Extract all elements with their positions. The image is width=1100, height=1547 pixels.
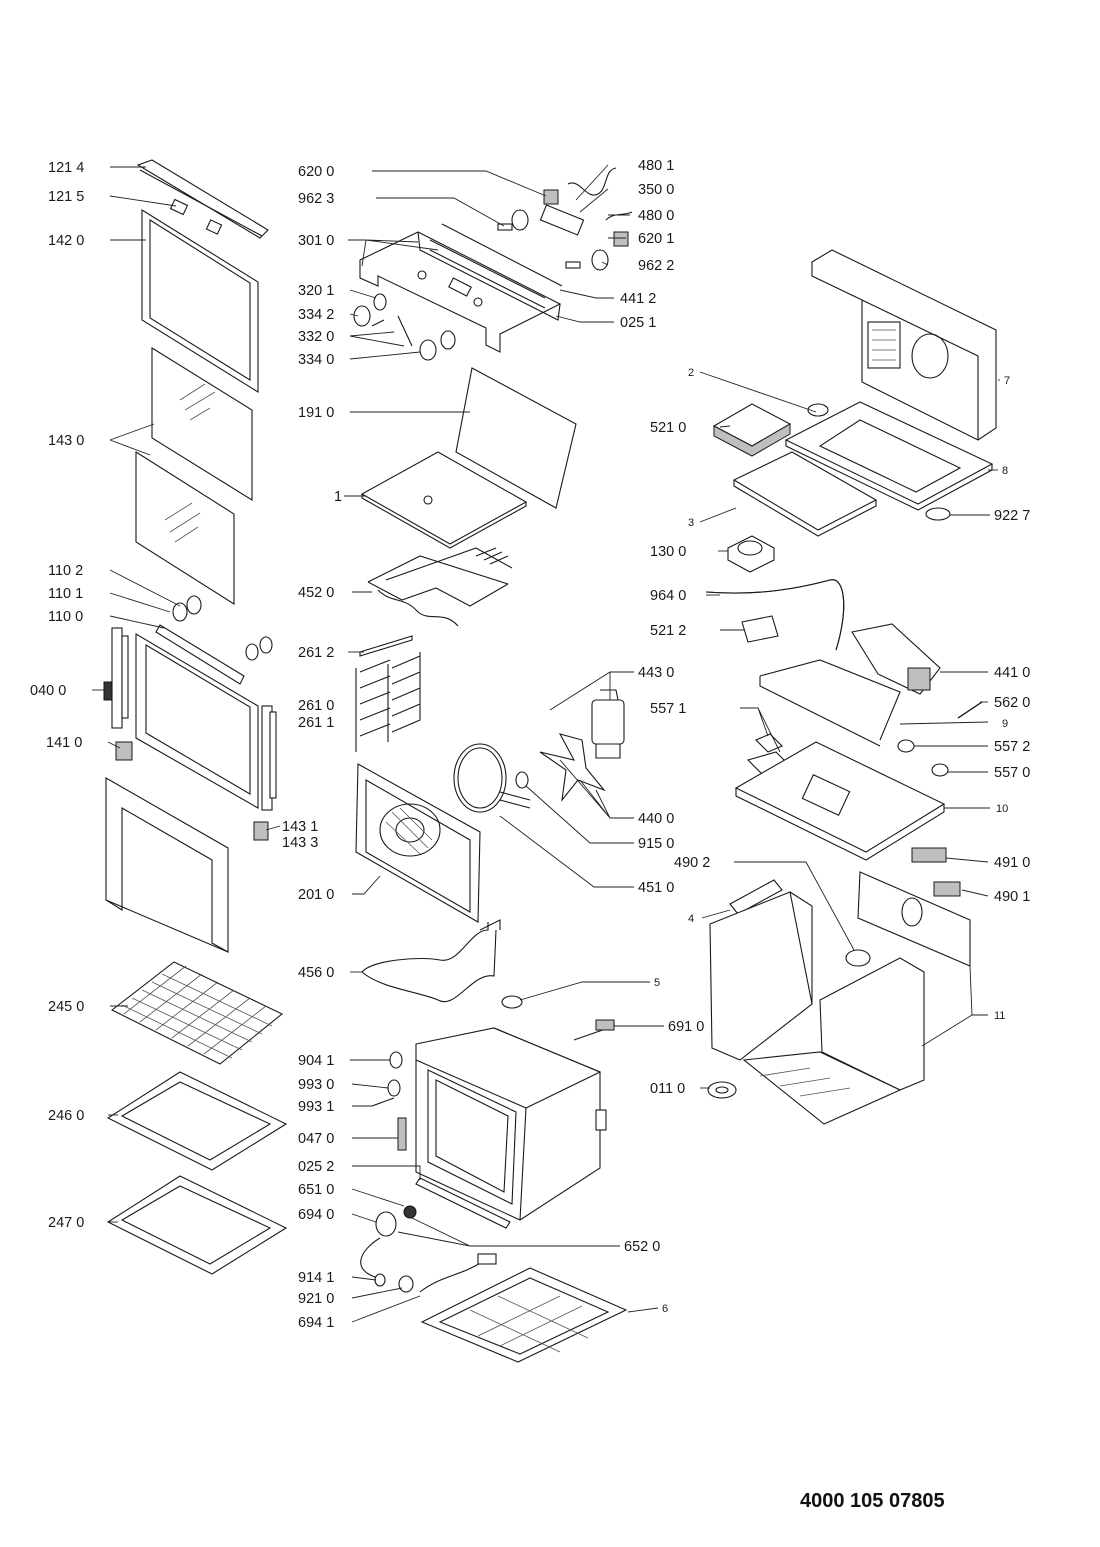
callout-1: 1 (334, 489, 342, 505)
callout-9: 9 (1002, 718, 1008, 730)
callout-4510: 451 0 (638, 880, 674, 896)
control-panel-and-cavity-drawing (353, 167, 633, 1363)
callout-4902: 490 2 (674, 855, 710, 871)
callout-9227: 922 7 (994, 508, 1030, 524)
callout-4800: 480 0 (638, 208, 674, 224)
callout-3201: 320 1 (298, 283, 334, 299)
callout-1300: 130 0 (650, 544, 686, 560)
callout-9930: 993 0 (298, 1077, 334, 1093)
callout-9931: 993 1 (298, 1099, 334, 1115)
callout-3342: 334 2 (298, 307, 334, 323)
callout-0400: 040 0 (30, 683, 66, 699)
callout-6: 6 (662, 1303, 668, 1315)
callout-5572: 557 2 (994, 739, 1030, 755)
callout-9210: 921 0 (298, 1291, 334, 1307)
leader-lines (92, 164, 1000, 1323)
callout-9150: 915 0 (638, 836, 674, 852)
callout-4400: 440 0 (638, 811, 674, 827)
callout-1214: 121 4 (48, 160, 84, 176)
callout-1430: 143 0 (48, 433, 84, 449)
callout-5620: 562 0 (994, 695, 1030, 711)
callout-11: 11 (994, 1010, 1005, 1022)
callout-7: 7 (1004, 375, 1010, 387)
callout-9623: 962 3 (298, 191, 334, 207)
callout-6201: 620 1 (638, 231, 674, 247)
callout-9041: 904 1 (298, 1053, 334, 1069)
callout-6200: 620 0 (298, 164, 334, 180)
callout-3500: 350 0 (638, 182, 674, 198)
callout-5210: 521 0 (650, 420, 686, 436)
callout-9622: 962 2 (638, 258, 674, 274)
callout-10: 10 (996, 803, 1008, 815)
callout-0251: 025 1 (620, 315, 656, 331)
callout-6510: 651 0 (298, 1182, 334, 1198)
callout-8: 8 (1002, 465, 1008, 477)
callout-2612: 261 2 (298, 645, 334, 661)
callout-1420: 142 0 (48, 233, 84, 249)
callout-2611: 261 1 (298, 715, 334, 731)
callout-1215: 121 5 (48, 189, 84, 205)
callout-6520: 652 0 (624, 1239, 660, 1255)
callout-1431: 143 1 (282, 819, 318, 835)
callout-4410: 441 0 (994, 665, 1030, 681)
callout-4560: 456 0 (298, 965, 334, 981)
callout-0110: 011 0 (650, 1081, 685, 1097)
callout-4910: 491 0 (994, 855, 1030, 871)
callout-1910: 191 0 (298, 405, 334, 421)
callout-4520: 452 0 (298, 585, 334, 601)
callout-5571: 557 1 (650, 701, 686, 717)
callout-1100: 110 0 (48, 609, 83, 625)
callout-1102: 110 2 (48, 563, 83, 579)
callout-3320: 332 0 (298, 329, 334, 345)
callout-2: 2 (688, 367, 694, 379)
callout-1410: 141 0 (46, 735, 82, 751)
callout-1433: 143 3 (282, 835, 318, 851)
callout-4: 4 (688, 913, 694, 925)
callout-1101: 110 1 (48, 586, 83, 602)
callout-0252: 025 2 (298, 1159, 334, 1175)
callout-2460: 246 0 (48, 1108, 84, 1124)
callout-6940: 694 0 (298, 1207, 334, 1223)
callout-3: 3 (688, 517, 694, 529)
callout-4801: 480 1 (638, 158, 674, 174)
callout-9640: 964 0 (650, 588, 686, 604)
callout-9141: 914 1 (298, 1270, 334, 1286)
callout-5: 5 (654, 977, 660, 989)
callout-2450: 245 0 (48, 999, 84, 1015)
callout-3010: 301 0 (298, 233, 334, 249)
callout-0470: 047 0 (298, 1131, 334, 1147)
callout-3340: 334 0 (298, 352, 334, 368)
callout-labels: 121 4 121 5 142 0 143 0 110 2 110 1 110 … (30, 158, 1030, 1331)
callout-5570: 557 0 (994, 765, 1030, 781)
callout-2470: 247 0 (48, 1215, 84, 1231)
callout-6941: 694 1 (298, 1315, 334, 1331)
document-number: 4000 105 07805 (800, 1490, 945, 1512)
callout-4430: 443 0 (638, 665, 674, 681)
callout-4412: 441 2 (620, 291, 656, 307)
callout-2010: 201 0 (298, 887, 334, 903)
callout-2610: 261 0 (298, 698, 334, 714)
callout-4901: 490 1 (994, 889, 1030, 905)
callout-5212: 521 2 (650, 623, 686, 639)
callout-6910: 691 0 (668, 1019, 704, 1035)
housing-and-electrics-drawing (573, 249, 997, 1125)
door-assembly-drawing (103, 159, 288, 1275)
